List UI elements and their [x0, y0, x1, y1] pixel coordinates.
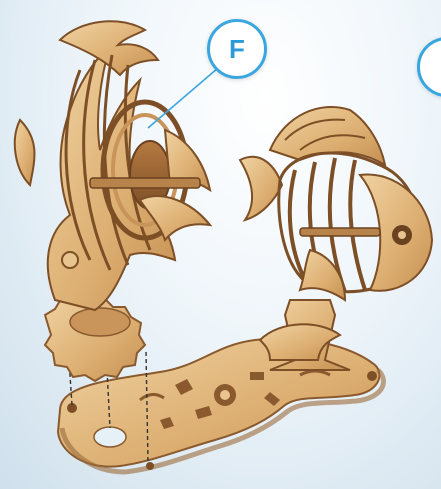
- right-fish-model: [240, 107, 432, 370]
- part-callout-f-label: F: [229, 34, 245, 65]
- part-callout-f: F: [207, 19, 267, 79]
- callout-f-leader: [148, 68, 218, 128]
- left-fish-model: [15, 21, 210, 381]
